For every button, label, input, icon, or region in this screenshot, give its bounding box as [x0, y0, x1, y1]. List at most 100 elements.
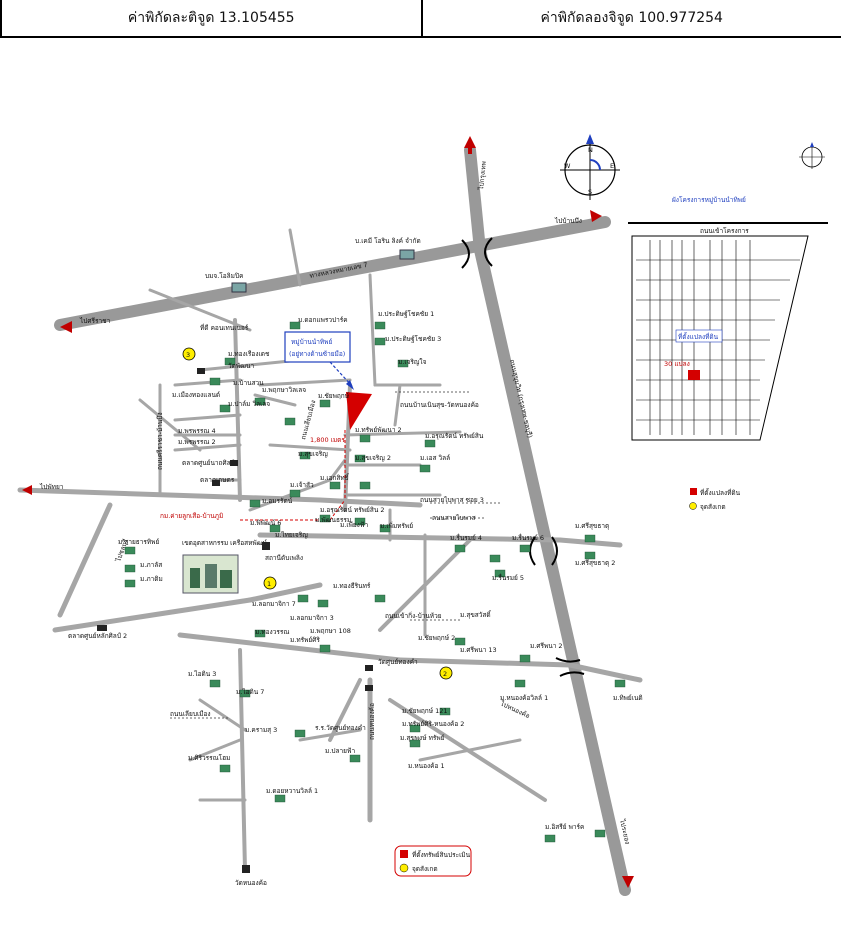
place-label: ตลาดศูนย์หลักศิลป์ 2: [68, 632, 127, 640]
place-label: เขตอุตสาหกรรม เครือสหพัฒน์: [182, 539, 268, 547]
place-label: ม.ศรีสุขธาตุ 2: [575, 559, 615, 567]
route-label: กม.ค่ายลูกเสือ-บ้านภูมิ: [160, 512, 223, 520]
place-label: ม.สุขพงษ์ ทรัพย์: [400, 734, 445, 742]
place-label: บมจ.โอลิมปิค: [205, 272, 243, 280]
compass-small: [799, 142, 825, 169]
compass-north-icon: [586, 134, 594, 144]
place-label: ม.เมืองทองแลนด์: [172, 391, 220, 399]
road-network: [17, 144, 643, 896]
place-label: ม.อรุณรัตน์ ทรัพย์สิน: [425, 432, 484, 440]
place-label: ม.ทองวรรณ: [255, 628, 289, 636]
place-label: ม.เพียงฟ้า: [340, 521, 368, 529]
interchange-north: [461, 237, 493, 269]
legend-target-label: ที่ตั้งทรัพย์สินประเมิน: [412, 850, 471, 859]
place-label: ม.ศรีพนา 13: [460, 646, 497, 654]
longitude-cell: ค่าพิกัดลองจิจูด 100.977254: [420, 0, 841, 36]
temple-icon: [242, 865, 250, 873]
place-label: ม.เพิ่มทรัพย์: [380, 521, 413, 530]
place-label: ม.ศรีพนา 2: [530, 642, 563, 650]
industrial-estate-illustration: [182, 554, 239, 594]
arrow-east-icon: [590, 210, 602, 222]
side-label-2: ถนนเลียบเมือง: [299, 399, 317, 440]
latitude-label: ค่าพิกัดละติจูด 13.105455: [127, 10, 295, 26]
temple-icon: [365, 665, 373, 671]
place-label: ม.หนองค้อ 1: [408, 762, 445, 770]
temple-icon: [197, 368, 205, 374]
direction-arrows: [22, 136, 634, 888]
place-label: ม.อิสรีย์ พาร์ค: [545, 823, 584, 831]
arrow-left-icon: [22, 485, 32, 495]
dotted-leaders: [170, 391, 500, 719]
place-label: ม.ทรัพย์ศิริ: [290, 636, 320, 644]
place-label: ม.ทองธีรินทร์: [333, 582, 371, 590]
label-to-nong-kho: ไปหนองค้อ: [498, 699, 531, 720]
place-label: ม.ปาล์ม วิลเลจ: [228, 400, 270, 408]
place-label: ม.ภาติม: [140, 575, 163, 583]
poi-number-2: 2: [443, 670, 447, 678]
place-label: ม.ทรัพย์ศิริ-หนองค้อ 2: [402, 720, 464, 728]
side-label-3: ถนนหนองค้อ: [368, 703, 376, 740]
place-label: ม.สุขสวัสดิ์: [460, 610, 492, 619]
place-labels: บ.เคมี โอริน ลิงค์ จำกัด บมจ.โอลิมปิค ที…: [68, 237, 643, 887]
place-label: ม.ลอกมาจิกา 3: [290, 614, 334, 622]
place-label: ม.เอกสิทธิ์: [320, 473, 350, 482]
compass-s: S: [588, 188, 592, 196]
factory-building-2: [231, 282, 247, 293]
label-to-ban-bueng: ไปบ้านบึง: [554, 217, 582, 225]
compass-n: N: [588, 146, 593, 154]
place-label: ม.ศรีสุขธาตุ: [575, 522, 609, 530]
place-label: ม.สุขเจริญ: [298, 450, 328, 458]
compass-rose: N S E W: [560, 134, 620, 200]
place-label: ม.ครามสุ 3: [245, 726, 277, 734]
place-label: สถานีดับเพลิง: [265, 554, 303, 562]
factory-building-1: [399, 249, 415, 260]
label-to-pattaya: ไปพัทยา: [39, 483, 64, 491]
arrow-south-icon: [622, 876, 634, 888]
distance-label: 1,800 เมตร: [310, 436, 345, 444]
arrow-west-icon: [60, 321, 72, 333]
side-label-1: ถนนศรีราชา-บ้านบึง: [156, 412, 164, 470]
inset-plot-label: ที่ตั้งแปลงที่ดิน: [678, 332, 719, 341]
place-label: ม.พัฒนธรรม: [315, 516, 351, 524]
dotted-label-4: ถนนเลียบเมือง: [170, 710, 211, 718]
place-label: ม.ประดิษฐ์โชคชัย 3: [385, 335, 441, 343]
place-label: ม.ดอกแพรวปาร์ค: [298, 316, 348, 324]
poi-number-1: 1: [267, 580, 271, 588]
place-label: ม.พรพรรณ 2: [178, 438, 216, 446]
dotted-label-2: ถนนสายไบพาส ซอย 3: [420, 496, 484, 504]
inset-title: ผังโครงการหมู่บ้านนำทิพย์: [672, 196, 746, 204]
project-callout: หมู่บ้านนำทิพย์ (อยู่ทางด้านซ้ายมือ): [284, 331, 354, 390]
inset-target-plot: [688, 370, 700, 380]
coordinate-header: ค่าพิกัดละติจูด 13.105455 ค่าพิกัดลองจิจ…: [0, 0, 841, 38]
house-markers: [124, 321, 626, 843]
place-label: ม.ทิพย์เนติ: [613, 694, 643, 702]
place-label: ม.พฤกษาวิลเลจ: [262, 386, 306, 394]
place-label: วัดพัฒนา: [228, 362, 254, 370]
place-label: บ.เคมี โอริน ลิงค์ จำกัด: [355, 237, 421, 245]
place-label: ม.อมรรัตน์: [262, 497, 293, 505]
dotted-label-3: ถนนสายไบพาส: [432, 514, 476, 522]
place-label: ม.รื่นรมย์ 4: [450, 533, 482, 542]
inset-legend-plot: ที่ตั้งแปลงที่ดิน: [700, 488, 741, 497]
place-label: ม.สุขเจริญ 2: [355, 454, 391, 462]
place-label: ม.เจริญใจ: [398, 358, 427, 366]
place-label: ม.พฤกษา 108: [310, 627, 351, 635]
arrow-north-icon: [464, 136, 476, 148]
map-legend: ที่ตั้งทรัพย์สินประเมิน จุดสังเกต: [394, 845, 472, 877]
market-icon: [212, 480, 220, 486]
place-label: ม.ประดิษฐ์โชคชัย 1: [378, 310, 434, 318]
dotted-label-5: ถนนเข้ากิ่ง-บ้านห้วย: [385, 611, 442, 620]
fire-station-icon: [262, 542, 270, 550]
inset-legend-poi: จุดสังเกต: [700, 503, 726, 511]
place-label: ม.เอส วิลล์: [420, 454, 450, 462]
place-label: ม.ศิริวรรณโฮม: [188, 754, 230, 762]
latitude-cell: ค่าพิกัดละติจูด 13.105455: [0, 0, 421, 36]
place-label: ม.ลอกมาจิกา 7: [252, 600, 296, 608]
place-label: ม.พิพัฒน์ 6: [250, 519, 281, 527]
inset-road-label: ถนนเข้าโครงการ: [700, 227, 749, 235]
place-label: ม.หนองค้อวิลล์ 1: [500, 694, 548, 702]
place-label: ม.ทองเรืองเดช: [228, 350, 270, 358]
place-label: ร.ร.วัดศูนย์ทองคำ: [315, 724, 366, 732]
place-label: ม.ชัยพฤกษ์ 2: [418, 634, 455, 642]
poi-markers: 3 1 2: [182, 347, 453, 680]
